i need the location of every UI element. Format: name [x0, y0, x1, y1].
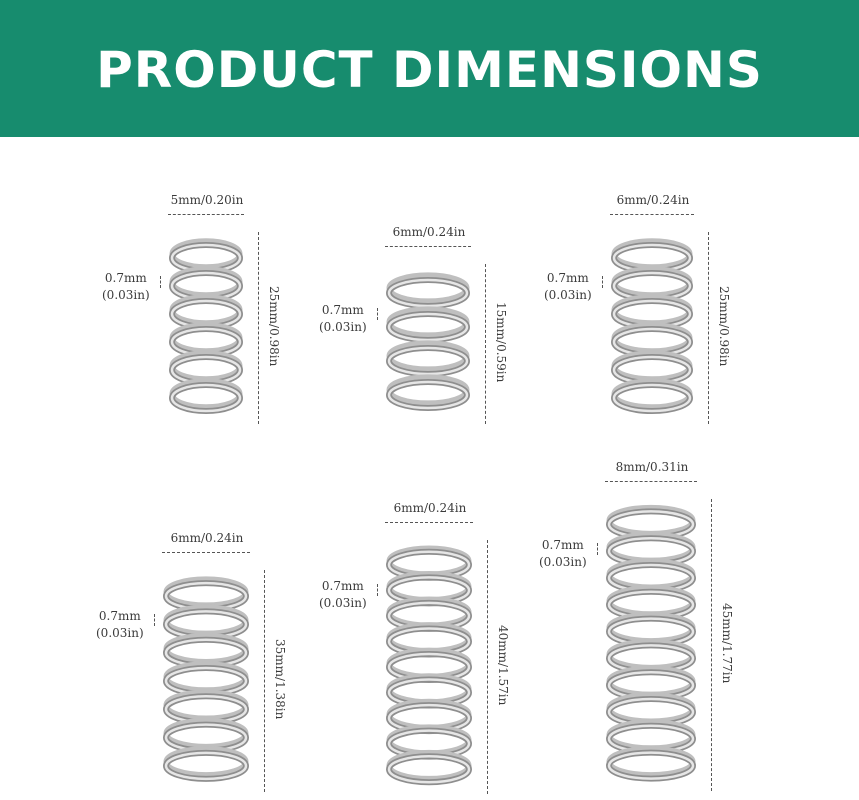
- length-dimension-line: [264, 570, 265, 792]
- wire-mm: 0.7mm: [321, 303, 364, 317]
- spring-icon: [169, 238, 243, 414]
- diameter-dimension-line: [610, 214, 694, 215]
- wire-tick-mark: [377, 308, 378, 320]
- wire-diameter-label: 0.7mm (0.03in): [539, 537, 587, 571]
- diameter-label: 6mm/0.24in: [616, 193, 690, 207]
- diameter-label: 6mm/0.24in: [170, 531, 244, 545]
- wire-diameter-label: 0.7mm (0.03in): [544, 270, 592, 304]
- length-label: 25mm/0.98in: [717, 286, 731, 367]
- spring-icon: [611, 238, 693, 414]
- diameter-dimension-line: [385, 246, 471, 247]
- wire-tick-mark: [154, 614, 155, 626]
- wire-tick-mark: [597, 543, 598, 555]
- diameter-dimension-line: [605, 481, 697, 482]
- length-label: 25mm/0.98in: [267, 286, 281, 367]
- diameter-dimension-line: [162, 552, 250, 553]
- length-label: 45mm/1.77in: [720, 603, 734, 684]
- spring-icon: [386, 545, 472, 786]
- length-label: 35mm/1.38in: [273, 639, 287, 720]
- wire-tick-mark: [602, 276, 603, 288]
- length-label: 15mm/0.59in: [494, 302, 508, 383]
- length-dimension-line: [708, 232, 709, 424]
- wire-in: (0.03in): [544, 288, 592, 302]
- diameter-label: 8mm/0.31in: [615, 460, 689, 474]
- spring-icon: [606, 504, 696, 782]
- wire-in: (0.03in): [319, 320, 367, 334]
- wire-mm: 0.7mm: [541, 538, 584, 552]
- diameter-dimension-line: [168, 214, 244, 215]
- diameter-label: 6mm/0.24in: [393, 501, 467, 515]
- header-banner: PRODUCT DIMENSIONS: [0, 0, 859, 137]
- diameter-label: 5mm/0.20in: [170, 193, 244, 207]
- wire-diameter-label: 0.7mm (0.03in): [319, 578, 367, 612]
- diameter-label: 6mm/0.24in: [392, 225, 466, 239]
- wire-diameter-label: 0.7mm (0.03in): [102, 270, 150, 304]
- wire-mm: 0.7mm: [98, 609, 141, 623]
- wire-mm: 0.7mm: [546, 271, 589, 285]
- spring-icon: [163, 576, 249, 782]
- length-dimension-line: [485, 264, 486, 424]
- wire-in: (0.03in): [96, 626, 144, 640]
- wire-diameter-label: 0.7mm (0.03in): [96, 608, 144, 642]
- wire-in: (0.03in): [319, 596, 367, 610]
- wire-in: (0.03in): [102, 288, 150, 302]
- length-dimension-line: [258, 232, 259, 424]
- wire-tick-mark: [377, 584, 378, 596]
- length-dimension-line: [711, 499, 712, 791]
- length-dimension-line: [487, 540, 488, 794]
- wire-mm: 0.7mm: [104, 271, 147, 285]
- page-title: PRODUCT DIMENSIONS: [96, 40, 763, 99]
- wire-mm: 0.7mm: [321, 579, 364, 593]
- spring-icon: [386, 272, 470, 411]
- diameter-dimension-line: [385, 522, 473, 523]
- wire-in: (0.03in): [539, 555, 587, 569]
- wire-diameter-label: 0.7mm (0.03in): [319, 302, 367, 336]
- wire-tick-mark: [160, 276, 161, 288]
- length-label: 40mm/1.57in: [496, 625, 510, 706]
